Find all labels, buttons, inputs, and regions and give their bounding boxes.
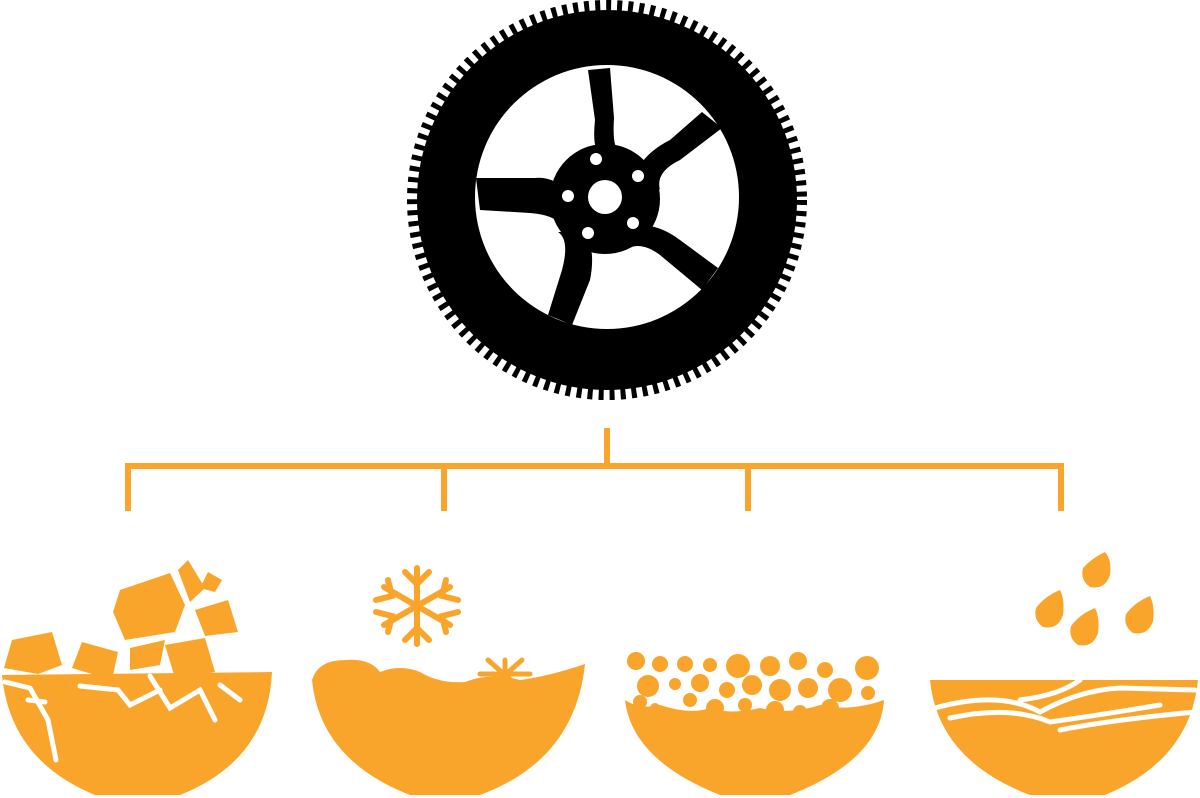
snowflake-icon [373, 565, 461, 647]
hub-center-hole [588, 180, 622, 214]
tree-connectors [125, 428, 1064, 511]
lug-nut-holes [562, 153, 644, 239]
wet-mud-terrain-icon [930, 552, 1198, 795]
tire-wheel-icon [407, 0, 807, 400]
snow-terrain-icon [312, 565, 585, 795]
gravel-pebbles [627, 652, 879, 733]
wheel-spokes [476, 68, 722, 325]
rain-drops [1035, 552, 1154, 646]
rocky-terrain-icon [2, 560, 272, 795]
tire-tread [407, 0, 807, 400]
gravel-terrain-icon [625, 652, 884, 795]
ground-snowflake-icon [477, 657, 533, 693]
